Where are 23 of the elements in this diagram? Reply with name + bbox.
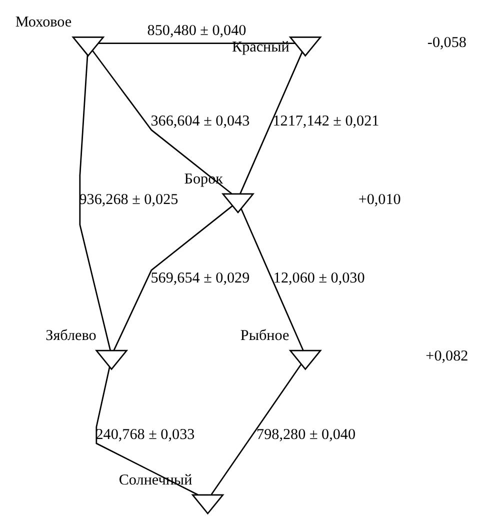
connector — [210, 364, 302, 495]
node-label: Красный — [232, 39, 290, 56]
node-label: Зяблево — [46, 328, 96, 344]
edge-label: 798,280 ± 0,040 — [256, 426, 356, 443]
label: -0,058 — [427, 35, 466, 52]
node-label: Моховое — [15, 14, 72, 31]
node-label: Рыбное — [240, 328, 290, 344]
edge-label: 850,480 ± 0,040 — [147, 22, 246, 39]
label: +0,010 — [358, 192, 401, 208]
edge-label: 240,768 ± 0,033 — [96, 426, 195, 443]
connector — [98, 42, 295, 44]
edge-label: 1217,142 ± 0,021 — [272, 114, 380, 130]
connector — [240, 208, 304, 351]
connector — [79, 54, 111, 351]
edge-label: 366,604 ± 0,043 — [150, 114, 250, 130]
connector — [240, 52, 303, 194]
edge-label: 12,060 ± 0,030 — [273, 270, 365, 286]
edge-label: 936,268 ± 0,025 — [79, 192, 178, 208]
connector — [96, 367, 198, 496]
connector — [113, 205, 233, 351]
label: +0,082 — [426, 348, 468, 365]
connector — [92, 50, 232, 194]
edge-label: 569,654 ± 0,029 — [150, 270, 250, 286]
